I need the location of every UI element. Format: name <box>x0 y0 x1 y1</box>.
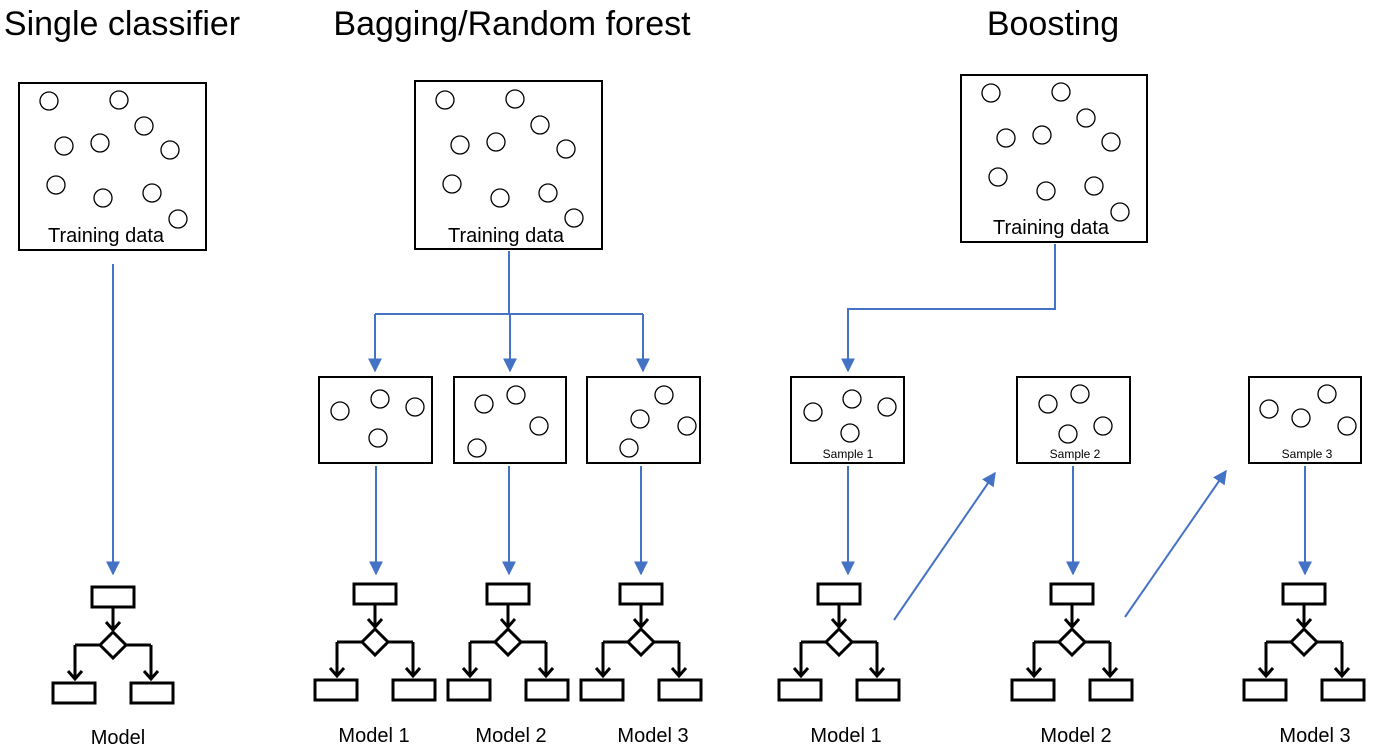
model-3-label-bagging: Model 3 <box>617 725 688 747</box>
title-boosting: Boosting <box>987 5 1119 43</box>
decision-tree-icon-boosting-3 <box>1242 582 1366 702</box>
boosting-sample-3-box: Sample 3 <box>1248 376 1362 464</box>
sample-1-label: Sample 1 <box>823 447 874 461</box>
title-bagging: Bagging/Random forest <box>333 5 691 43</box>
model-label-single: Model <box>91 727 145 749</box>
arrow-boosting-training-to-sample-1 <box>841 244 1056 373</box>
boosting-sample-2-box: Sample 2 <box>1016 376 1131 464</box>
model-1-label-bagging: Model 1 <box>338 725 409 747</box>
arrow-boosting-model1-to-sample2 <box>893 471 996 621</box>
training-data-label-bagging: Training data <box>448 225 565 247</box>
training-data-label-boosting: Training data <box>993 217 1110 239</box>
decision-tree-icon-bagging-2 <box>446 582 570 702</box>
bagging-sample-1-box <box>318 376 433 464</box>
training-data-label-single: Training data <box>48 225 165 247</box>
title-single-classifier: Single classifier <box>4 5 240 43</box>
bagging-sample-3-box <box>586 376 701 464</box>
training-data-box-single: Training data <box>18 82 207 251</box>
decision-tree-icon-bagging-1 <box>313 582 437 702</box>
training-data-box-boosting: Training data <box>960 74 1148 243</box>
arrow-boosting-model2-to-sample3 <box>1124 469 1227 618</box>
decision-tree-icon-single <box>51 585 175 705</box>
model-1-label-boosting: Model 1 <box>810 725 881 747</box>
bagging-sample-2-box <box>453 376 567 464</box>
boosting-sample-1-box: Sample 1 <box>790 376 905 464</box>
sample-2-label: Sample 2 <box>1050 447 1101 461</box>
model-3-label-boosting: Model 3 <box>1279 725 1350 747</box>
model-2-label-boosting: Model 2 <box>1040 725 1111 747</box>
model-2-label-bagging: Model 2 <box>475 725 546 747</box>
decision-tree-icon-boosting-2 <box>1010 582 1134 702</box>
sample-3-label: Sample 3 <box>1282 447 1333 461</box>
decision-tree-icon-bagging-3 <box>579 582 703 702</box>
training-data-box-bagging: Training data <box>414 80 603 250</box>
decision-tree-icon-boosting-1 <box>777 582 901 702</box>
